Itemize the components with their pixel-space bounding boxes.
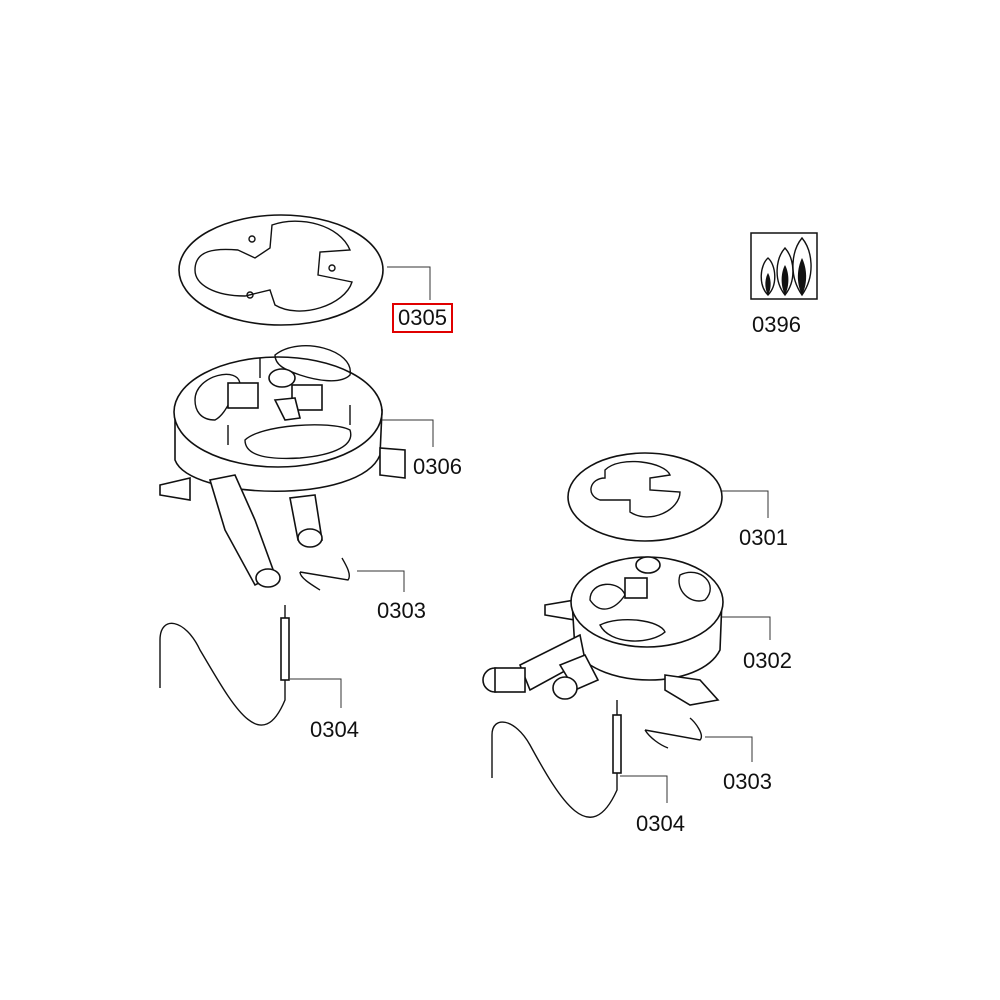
part-label-0305[interactable]: 0305 <box>392 303 453 333</box>
part-label-0303-right[interactable]: 0303 <box>723 769 772 794</box>
burner-body-0302[interactable] <box>482 556 724 706</box>
part-label-0306[interactable]: 0306 <box>413 454 462 479</box>
part-label-0304[interactable]: 0304 <box>310 717 359 742</box>
leader-lines <box>290 266 771 803</box>
part-label-0304-right[interactable]: 0304 <box>636 811 685 836</box>
part-label-0301[interactable]: 0301 <box>739 525 788 550</box>
part-label-0303[interactable]: 0303 <box>377 598 426 623</box>
flame-cap-0301[interactable] <box>567 452 723 542</box>
thermocouple-0304-right[interactable] <box>491 700 622 818</box>
burner-body-0306[interactable] <box>159 345 406 588</box>
part-label-0302[interactable]: 0302 <box>743 648 792 673</box>
thermocouple-0304-left[interactable] <box>159 605 290 726</box>
flame-cap-0305[interactable] <box>178 214 384 326</box>
clip-0303-right[interactable] <box>644 717 702 749</box>
flame-icon <box>750 232 818 300</box>
clip-0303-left[interactable] <box>299 557 351 591</box>
part-label-0396[interactable]: 0396 <box>752 312 801 337</box>
